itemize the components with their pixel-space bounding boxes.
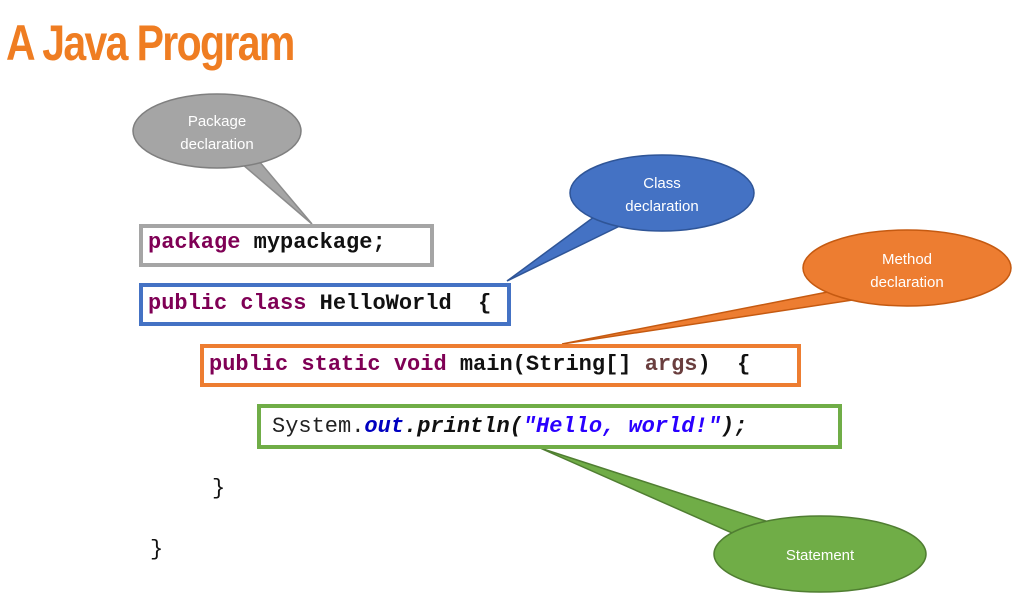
page-title: A Java Program xyxy=(6,15,295,71)
statement-box xyxy=(257,404,842,449)
package-callout-line-1: Package xyxy=(188,113,246,130)
method-line: public static void main(String[] args) { xyxy=(209,350,750,380)
class-callout-line-2: declaration xyxy=(625,198,698,215)
statement-string: "Hello, world!" xyxy=(522,414,721,439)
package-line: package mypackage; xyxy=(148,228,386,258)
class-keyword: class xyxy=(240,291,307,316)
class-declaration-box xyxy=(139,283,511,326)
public-keyword: public xyxy=(148,291,228,316)
package-callout-line-2: declaration xyxy=(180,136,253,153)
method-callout: Method declaration xyxy=(561,229,1012,345)
package-callout-bubble xyxy=(132,93,302,169)
statement-end: ); xyxy=(720,414,748,439)
method-callout-line-2: declaration xyxy=(870,274,943,291)
statement-out: out xyxy=(364,414,405,439)
class-close-brace: } xyxy=(150,537,164,562)
class-callout: Class declaration xyxy=(506,154,755,282)
package-declaration-box xyxy=(139,224,434,267)
statement-line: System.out.println("Hello, world!"); xyxy=(272,412,747,442)
statement-callout-pointer xyxy=(539,447,777,541)
class-line: public class HelloWorld { xyxy=(148,289,491,319)
statement-callout-line-1: Statement xyxy=(786,547,855,564)
class-callout-line-1: Class xyxy=(643,175,681,192)
statement-println: println( xyxy=(417,414,523,439)
statement-callout: Statement xyxy=(539,447,927,593)
method-open-brace: { xyxy=(737,352,751,377)
method-declaration-box xyxy=(200,344,801,387)
class-callout-bubble xyxy=(569,154,755,232)
package-name: mypackage; xyxy=(253,230,386,255)
method-callout-line-1: Method xyxy=(882,251,932,268)
method-static-keyword: static xyxy=(301,352,381,377)
method-callout-bubble xyxy=(802,229,1012,307)
method-close-brace: } xyxy=(212,476,226,501)
statement-system: System. xyxy=(272,414,365,439)
method-argument: args xyxy=(644,352,698,377)
method-callout-pointer xyxy=(561,287,869,345)
class-name: HelloWorld xyxy=(319,291,452,316)
method-public-keyword: public xyxy=(209,352,289,377)
class-open-brace: { xyxy=(478,291,492,316)
statement-dot: . xyxy=(404,414,418,439)
method-void-keyword: void xyxy=(393,352,447,377)
method-signature: main(String[] xyxy=(459,352,632,377)
package-keyword: package xyxy=(148,230,241,255)
package-callout: Package declaration xyxy=(132,93,313,225)
statement-callout-bubble xyxy=(713,515,927,593)
method-close-paren: ) xyxy=(697,352,711,377)
